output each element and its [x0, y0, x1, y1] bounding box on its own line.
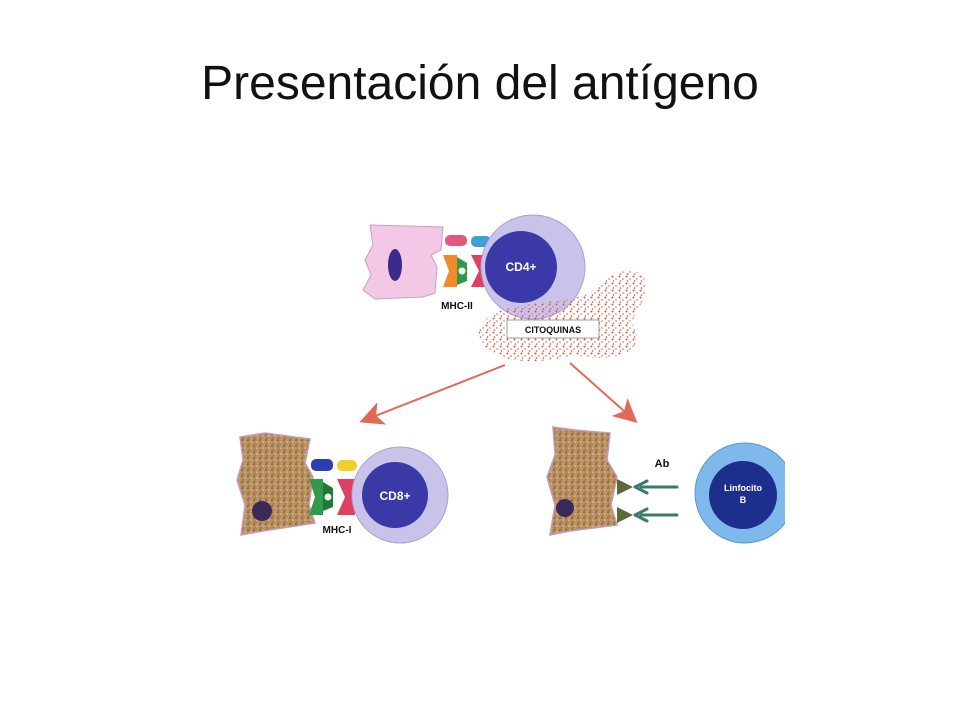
- bcell-nucleus: [709, 461, 777, 529]
- infected-cd8-group: MHC-I CD8+: [236, 432, 449, 544]
- apc-cd4-group: MHC-II CD4+: [362, 214, 586, 320]
- cd8-cell-nucleus: [362, 462, 428, 528]
- costim-molecule-red: [445, 235, 467, 246]
- cd4-cell-nucleus: [485, 231, 557, 303]
- antigen-presentation-diagram: MHC-II CD4+ CITOQUINAS MHC-I CD8+: [205, 205, 785, 585]
- surface-antigen-2: [617, 507, 633, 523]
- cd8-label: CD8+: [379, 489, 410, 503]
- infected-cell-right: [546, 426, 618, 536]
- citoquinas-box: [506, 319, 600, 339]
- mhc2-receptor-left: [443, 255, 457, 287]
- mhc2-label: MHC-II: [441, 301, 473, 312]
- citoquinas-label: CITOQUINAS: [525, 325, 581, 335]
- cytokine-cloud-group: CITOQUINAS: [478, 270, 647, 362]
- antibody-2: [633, 507, 679, 523]
- surface-antigen-1: [617, 479, 633, 495]
- cd4-label: CD4+: [505, 260, 536, 274]
- apc-cell: [362, 224, 444, 300]
- linfocito-label: Linfocito: [724, 483, 762, 493]
- ab-label: Ab: [655, 458, 670, 470]
- costim-molecule-yellow: [337, 460, 357, 471]
- mhc1-label: MHC-I: [323, 525, 352, 536]
- arrow-to-bcell: [569, 362, 638, 423]
- arrow-to-cd8: [359, 364, 506, 425]
- cytokine-cloud: [478, 270, 647, 362]
- antibody-1: [633, 479, 679, 495]
- apc-nucleus: [388, 249, 402, 281]
- costim-molecule-blue-2: [311, 459, 333, 471]
- infected-cell-left: [236, 432, 316, 536]
- tcr-receptor-2: [337, 479, 355, 515]
- antigen-peptide: [458, 267, 466, 275]
- diagram-svg: MHC-II CD4+ CITOQUINAS MHC-I CD8+: [236, 214, 785, 544]
- slide-title: Presentación del antígeno: [201, 57, 759, 110]
- linfocito-b-label: B: [740, 495, 747, 505]
- antigen-peptide-2: [324, 493, 332, 501]
- infected-nucleus-left: [252, 501, 272, 521]
- mhc1-receptor-left: [309, 479, 323, 515]
- infected-bcell-group: Ab Linfocito B: [546, 426, 785, 544]
- infected-nucleus-right: [556, 499, 574, 517]
